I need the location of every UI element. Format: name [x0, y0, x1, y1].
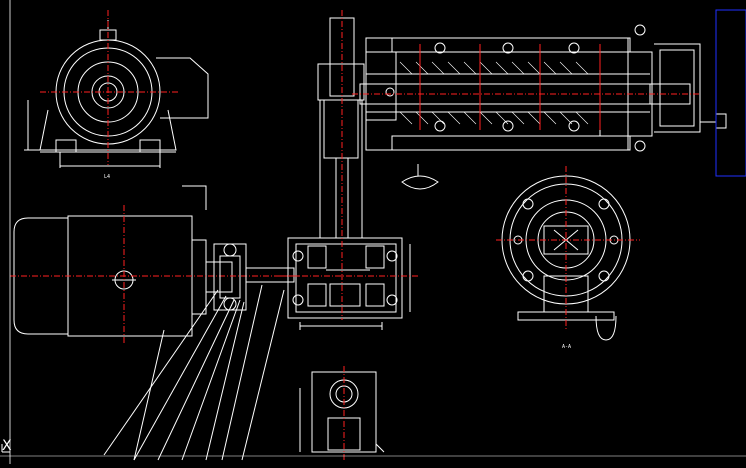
motor-dim-text: L4 [104, 174, 110, 180]
spindle-bolts [385, 24, 646, 152]
spindle-hatching [399, 61, 589, 125]
vertical-shaft[interactable] [317, 17, 370, 271]
key-detail [401, 164, 439, 190]
motor-end-centerlines [40, 10, 180, 165]
blue-frame [715, 9, 746, 177]
gearbox[interactable] [287, 237, 411, 330]
ucs-x-label: X [2, 438, 12, 454]
motor-end-view[interactable] [24, 20, 209, 168]
section-label: A-A [562, 344, 571, 350]
section-centerlines [496, 166, 640, 330]
spindle-red-marks [419, 44, 601, 130]
ucs-axis-icon [1, 444, 10, 453]
motor-side-centerlines [10, 205, 300, 345]
coupling[interactable] [213, 243, 295, 311]
bottom-base-view[interactable] [299, 371, 385, 453]
leader-lines [103, 284, 285, 461]
shaft-centerlines [280, 10, 420, 320]
motor-side-view[interactable] [13, 185, 233, 337]
